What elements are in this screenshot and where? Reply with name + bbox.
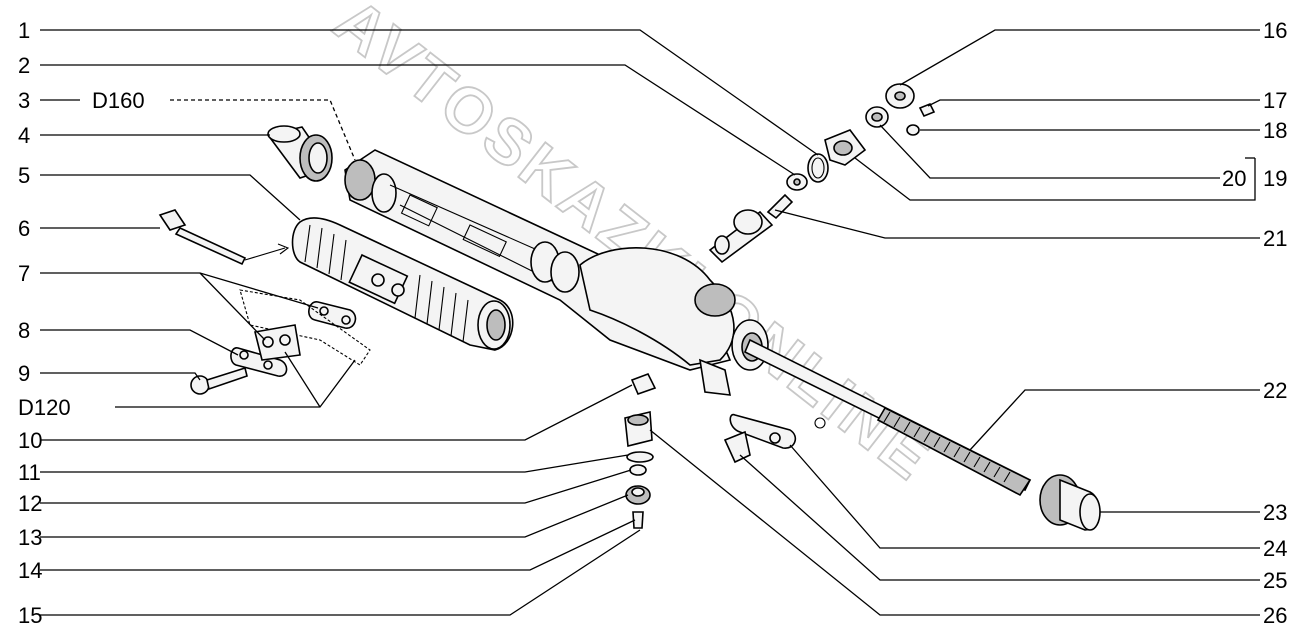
leader-22 [969, 389, 1260, 451]
callout-21: 21 [1263, 226, 1287, 251]
callout-13: 13 [18, 525, 42, 550]
leader-25 [739, 454, 1260, 581]
part-1-o-ring [807, 153, 829, 183]
part-21-pinion [708, 193, 794, 264]
callout-24: 24 [1263, 536, 1287, 561]
leader-19 [854, 157, 1256, 201]
part-5-boot [291, 217, 514, 351]
leader-14 [40, 519, 636, 571]
part-7-plate [308, 301, 357, 329]
part-9-bolt [190, 366, 248, 395]
leader-d120 [115, 359, 356, 408]
leader-9 [40, 372, 201, 381]
leader-15 [40, 529, 641, 616]
part-25-clip [723, 430, 751, 464]
leader-10 [40, 384, 633, 441]
part-22-rack [743, 338, 1032, 497]
callout-7: 7 [18, 261, 30, 286]
leader-26 [649, 429, 1260, 616]
part-20-bearing [865, 106, 889, 128]
callout-26: 26 [1263, 603, 1287, 628]
rack-housing [344, 149, 769, 396]
callout-1: 1 [18, 18, 30, 43]
part-23-end-cap [1039, 474, 1101, 531]
callout-19: 19 [1263, 166, 1287, 191]
leader-16 [899, 29, 1260, 86]
callout-10: 10 [18, 428, 42, 453]
leader-d160 [170, 99, 356, 161]
part-4-end-cap [266, 125, 333, 182]
leader-20 [879, 124, 1220, 179]
part-8-plate [230, 347, 288, 377]
callout-15: 15 [18, 603, 42, 628]
callout-4: 4 [18, 123, 30, 148]
leader-2 [40, 64, 796, 176]
callout-6: 6 [18, 216, 30, 241]
callout-5: 5 [18, 163, 30, 188]
mounting-bracket-sketch [239, 289, 371, 366]
leader-13 [40, 494, 629, 538]
callout-3: 3 [18, 88, 30, 113]
leader-5 [40, 174, 301, 221]
leader-11 [40, 454, 629, 473]
leader-12 [40, 469, 632, 504]
callout-22: 22 [1263, 378, 1287, 403]
part-24-bracket [729, 413, 826, 449]
callout-17: 17 [1263, 88, 1287, 113]
part-17-screw [918, 102, 936, 118]
leader-24 [789, 444, 1260, 549]
callout-23: 23 [1263, 500, 1287, 525]
leader-7b [199, 272, 266, 341]
part-6-tie [158, 209, 290, 266]
callout-18: 18 [1263, 118, 1287, 143]
leader-1 [40, 29, 819, 156]
callout-12: 12 [18, 491, 42, 516]
part-12-ring [629, 464, 647, 476]
callout-d120: D120 [18, 395, 71, 420]
leader-17 [927, 99, 1260, 107]
callout-25: 25 [1263, 568, 1287, 593]
part-26-plunger [624, 411, 653, 447]
callout-9: 9 [18, 361, 30, 386]
part-10-nozzle [630, 372, 657, 396]
part-11-ring [626, 451, 654, 463]
leader-21 [774, 209, 1260, 239]
leader-7 [40, 272, 319, 309]
leader-8 [40, 329, 239, 356]
leader-d120b [284, 351, 321, 408]
part-18-nut [906, 124, 920, 136]
leader-lines [40, 29, 1260, 616]
part-16-washer [885, 83, 915, 109]
callout-20: 20 [1222, 166, 1246, 191]
part-19-housing-cap [824, 129, 867, 166]
part-2-nut [786, 173, 808, 191]
callout-16: 16 [1263, 18, 1287, 43]
callout-11: 11 [18, 460, 41, 485]
callout-8: 8 [18, 318, 30, 343]
callout-labels: 1 2 3 D160 4 5 6 7 8 9 D120 10 11 12 13 … [18, 18, 1287, 628]
part-14-screw [632, 511, 644, 529]
callout-d160: D160 [92, 88, 145, 113]
parts [158, 83, 1101, 531]
callout-14: 14 [18, 558, 42, 583]
part-13-cap [625, 485, 651, 505]
callout-2: 2 [18, 53, 30, 78]
